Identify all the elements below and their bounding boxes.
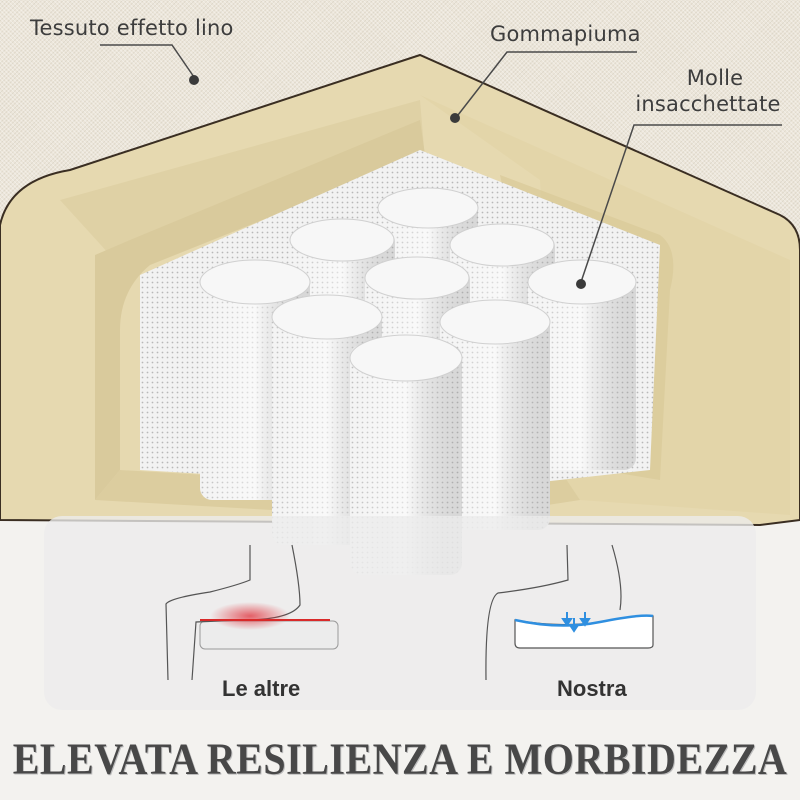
support-curve <box>514 614 654 627</box>
callout-springs-label-line2: insacchettate <box>635 92 781 116</box>
fabric-marker-dot <box>189 75 199 85</box>
headline: ELEVATA RESILIENZA E MORBIDEZZA <box>12 733 788 784</box>
callout-springs-label-line1: Molle <box>686 66 744 90</box>
other-mattress-illustration <box>165 544 339 681</box>
comparison-panel <box>44 516 756 710</box>
our-mattress-illustration <box>485 544 654 681</box>
comparison-label-others: Le altre <box>222 676 301 701</box>
foam-marker-dot <box>450 113 460 123</box>
pressure-arrows-icon <box>561 612 591 633</box>
springs-marker-dot <box>576 279 586 289</box>
callout-fabric-label: Tessuto effetto lino <box>30 16 234 40</box>
callout-leaders <box>100 44 782 286</box>
callout-foam-label: Gommapiuma <box>490 22 641 46</box>
comparison-label-ours: Nostra <box>557 676 627 701</box>
